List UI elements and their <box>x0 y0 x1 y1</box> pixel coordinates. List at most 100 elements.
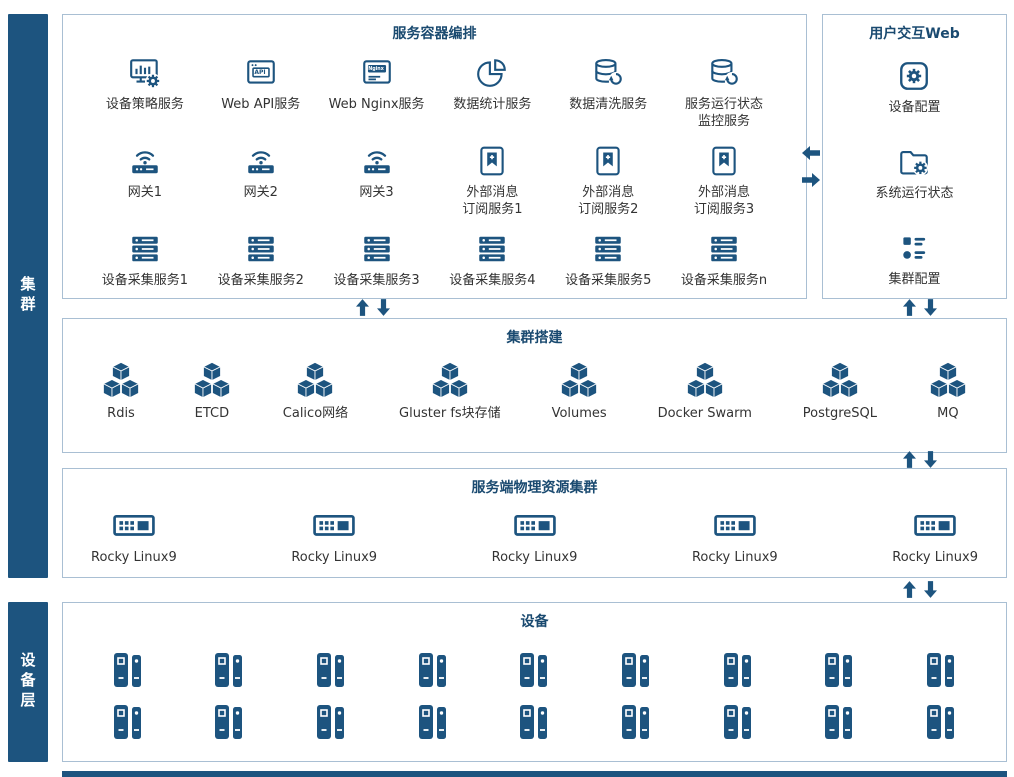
arrow-up-icon <box>356 299 369 316</box>
flow-arrows-cluster-physical <box>903 451 937 468</box>
cluster-component: Volumes <box>552 361 607 423</box>
physical-nodes: Rocky Linux9 Rocky Linux9 Rocky Linux9 R… <box>63 509 1006 567</box>
service-label: 数据清洗服务 <box>569 97 648 112</box>
svg-text:API: API <box>254 69 265 76</box>
user-web-items: 设备配置 系统运行状态 集群配置 <box>823 59 1006 289</box>
service-label: 网关2 <box>243 184 278 200</box>
cubes-icon <box>192 361 232 399</box>
physical-node-label: Rocky Linux9 <box>91 550 177 565</box>
service-item: API Web API服务 <box>203 56 319 114</box>
orchestration-panel: 服务容器编排 设备策略服务 API Web API服务 Nginx Web Ng… <box>62 14 807 299</box>
devices-panel: 设备 <box>62 602 1007 762</box>
service-item: 设备采集服务4 <box>434 232 550 290</box>
bookmark-plus-icon <box>475 144 509 178</box>
physical-node: Rocky Linux9 <box>291 509 377 567</box>
door-device-icon <box>416 701 450 743</box>
bookmark-plus-icon <box>707 144 741 178</box>
physical-node-label: Rocky Linux9 <box>491 550 578 565</box>
flow-arrows-orchestration-userweb <box>801 146 821 187</box>
api-window-icon: API <box>244 56 278 90</box>
cluster-setup-items: Rdis ETCD Calico网络 Gluster fs块存储 Volumes… <box>63 361 1006 423</box>
device-layer-bar: 设备层 <box>8 602 48 762</box>
orchestration-row-2: 网关1 网关2 网关3 外部消息 订阅服务1 外部消息 订阅服务2 外部消息 订… <box>63 144 806 219</box>
device-layer-label: 设备层 <box>18 652 37 712</box>
arrow-down-icon <box>924 299 937 316</box>
door-device-icon <box>314 701 348 743</box>
cluster-layer-bar: 集群 <box>8 14 48 578</box>
svg-text:Nginx: Nginx <box>368 66 385 72</box>
cluster-component-label: Calico网络 <box>282 406 349 421</box>
cluster-component: PostgreSQL <box>803 361 877 423</box>
service-item: 网关2 <box>203 144 319 202</box>
service-label: 网关1 <box>127 184 163 200</box>
database-refresh-icon <box>591 56 625 90</box>
flow-arrows-physical-devices <box>903 581 937 598</box>
cluster-component-label: Volumes <box>551 406 607 421</box>
door-device-icon <box>111 649 145 691</box>
service-item: 设备采集服务n <box>666 232 782 290</box>
user-web-item: 设备配置 <box>888 59 941 117</box>
service-item: 设备采集服务1 <box>87 232 203 290</box>
door-device-icon <box>314 649 348 691</box>
orchestration-row-1: 设备策略服务 API Web API服务 Nginx Web Nginx服务 数… <box>63 56 806 131</box>
server-stack-icon <box>591 232 625 266</box>
service-label: 设备采集服务2 <box>217 272 304 288</box>
door-device-icon <box>924 649 958 691</box>
user-web-item: 集群配置 <box>888 231 941 289</box>
physical-node: Rocky Linux9 <box>692 509 778 567</box>
service-label: 服务运行状态 监控服务 <box>685 97 764 129</box>
pie-chart-icon <box>475 56 509 90</box>
devices-row-1 <box>63 649 1006 691</box>
physical-cluster-panel: 服务端物理资源集群 Rocky Linux9 Rocky Linux9 Rock… <box>62 468 1007 578</box>
door-device-icon <box>517 649 551 691</box>
physical-node: Rocky Linux9 <box>91 509 177 567</box>
cluster-component-label: Rdis <box>107 406 135 421</box>
flow-arrows-userweb-cluster <box>903 299 937 316</box>
server-node-icon <box>912 509 958 543</box>
cluster-setup-panel: 集群搭建 Rdis ETCD Calico网络 Gluster fs块存储 Vo… <box>62 318 1007 453</box>
service-item: 设备采集服务3 <box>319 232 435 290</box>
service-label: 外部消息 订阅服务3 <box>693 184 755 217</box>
cluster-component: Rdis <box>101 361 141 423</box>
arrow-up-icon <box>903 581 916 598</box>
server-node-icon <box>712 509 758 543</box>
door-device-icon <box>212 649 246 691</box>
service-label: 数据统计服务 <box>453 97 532 112</box>
service-label: 设备采集服务5 <box>565 272 652 288</box>
service-label: 设备采集服务3 <box>333 272 420 288</box>
grid-list-icon <box>897 231 931 265</box>
user-web-label: 设备配置 <box>888 100 941 115</box>
devices-title: 设备 <box>520 614 549 630</box>
cubes-icon <box>101 361 141 399</box>
gear-box-icon <box>897 59 931 93</box>
orchestration-row-3: 设备采集服务1 设备采集服务2 设备采集服务3 设备采集服务4 设备采集服务5 … <box>63 232 806 290</box>
devices-row-2 <box>63 701 1006 743</box>
user-web-title: 用户交互Web <box>869 26 960 42</box>
physical-node-label: Rocky Linux9 <box>892 550 978 565</box>
physical-node: Rocky Linux9 <box>892 509 978 567</box>
gateway-icon <box>128 144 162 178</box>
server-stack-icon <box>707 232 741 266</box>
user-web-panel: 用户交互Web 设备配置 系统运行状态 集群配置 <box>822 14 1007 299</box>
service-label: 设备采集服务4 <box>449 272 536 288</box>
physical-cluster-title: 服务端物理资源集群 <box>471 480 598 496</box>
service-item: 设备采集服务5 <box>550 232 666 290</box>
cluster-layer-label: 集群 <box>18 276 37 316</box>
database-refresh-icon <box>707 56 741 90</box>
cluster-component: ETCD <box>192 361 232 423</box>
door-device-icon <box>416 649 450 691</box>
physical-node-label: Rocky Linux9 <box>291 550 378 565</box>
cluster-component: Calico网络 <box>283 361 348 423</box>
service-item: 数据清洗服务 <box>550 56 666 114</box>
cubes-icon <box>928 361 968 399</box>
service-label: 外部消息 订阅服务1 <box>462 184 523 217</box>
server-stack-icon <box>128 232 162 266</box>
orchestration-title: 服务容器编排 <box>392 26 477 42</box>
cluster-component-label: ETCD <box>194 406 230 421</box>
cluster-setup-title: 集群搭建 <box>506 330 563 346</box>
door-device-icon <box>517 701 551 743</box>
arrow-up-icon <box>903 451 916 468</box>
server-node-icon <box>311 509 357 543</box>
service-label: Web Nginx服务 <box>328 97 425 112</box>
service-label: 设备采集服务1 <box>101 272 189 288</box>
